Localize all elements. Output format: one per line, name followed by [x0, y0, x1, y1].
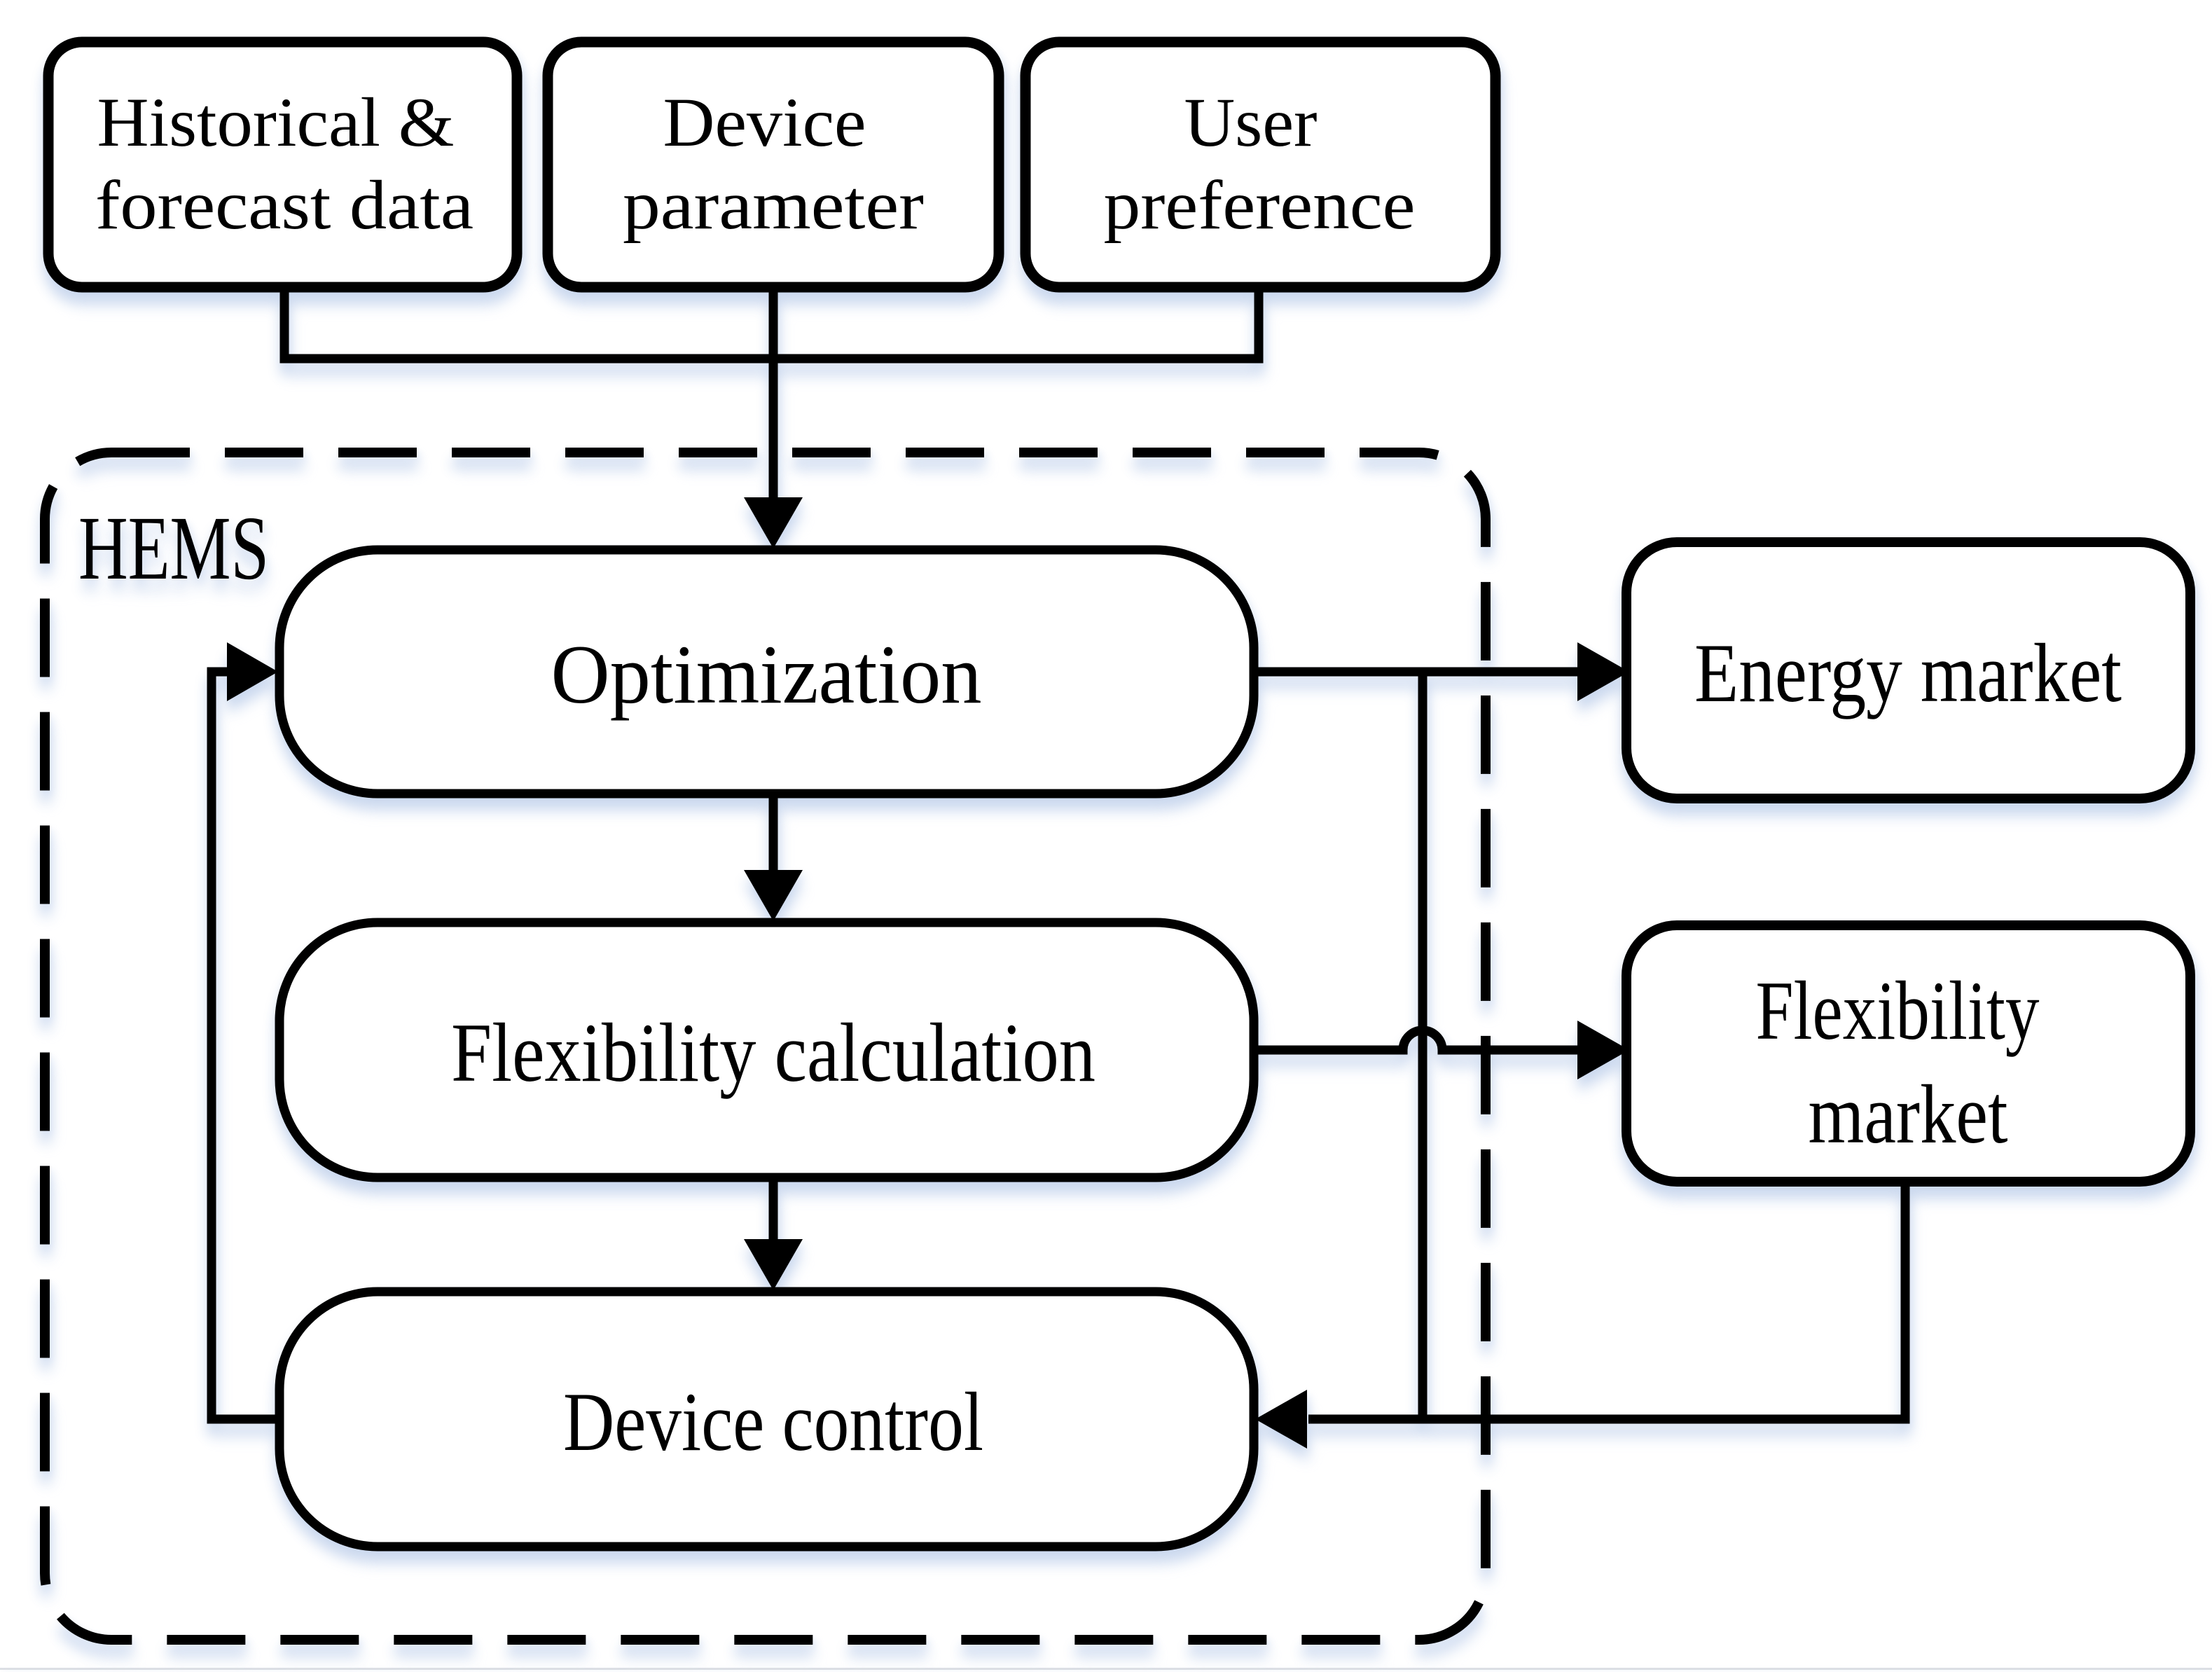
device-control-box: [275, 1287, 1259, 1552]
arrowhead-down-into-flexibility-calculation-icon: [744, 870, 803, 921]
optimization-label: Optimization: [551, 628, 982, 721]
node-optimization: Optimization: [275, 545, 1259, 799]
edges-layer: [207, 286, 1910, 1424]
flexibility-calculation-box: [275, 918, 1259, 1182]
energy-market-label: Energy market: [1694, 626, 2122, 719]
arrowhead-right-into-flexibility-market-icon: [1577, 1021, 1629, 1079]
edge-flexibility-calculation-to-flexibility-market: [1254, 1025, 1579, 1055]
device-parameter-box: [542, 36, 1004, 293]
arrowhead-right-into-energy-market-icon: [1577, 642, 1629, 701]
arrowhead-down-into-device-control-icon: [744, 1239, 803, 1290]
flexibility-calculation-label: Flexibility calculation: [451, 1006, 1095, 1099]
edge-flexibility-market-to-device-control: [1308, 1182, 1910, 1424]
arrowheads-layer: [227, 497, 1629, 1449]
historical-forecast-data-label: Historical & forecast data: [95, 83, 473, 244]
node-device-parameter: Device parameter: [542, 36, 1004, 293]
optimization-box: [275, 545, 1259, 799]
device-control-label: Device control: [563, 1375, 983, 1468]
user-preference-label: User preference: [1104, 83, 1416, 244]
figure-bottom-edge-rule: [0, 1668, 2212, 1670]
flexibility-market-label: Flexibility market: [1756, 964, 2061, 1161]
edge-device-control-feedback-to-optimization: [207, 667, 279, 1424]
user-preference-box: [1020, 36, 1501, 293]
hems-label: HEMS: [78, 498, 269, 599]
arrowhead-right-into-optimization-feedback-icon: [227, 642, 278, 701]
node-flexibility-calculation: Flexibility calculation: [275, 918, 1259, 1182]
node-user-preference: User preference: [1020, 36, 1501, 293]
flexibility-market-box: [1622, 920, 2195, 1187]
diagram-content: HEMS Historical &: [0, 36, 2212, 1670]
arrowhead-left-into-device-control-icon: [1255, 1390, 1307, 1449]
historical-forecast-data-box: [43, 36, 523, 293]
node-device-control: Device control: [275, 1287, 1259, 1552]
device-parameter-label: Device parameter: [623, 83, 924, 244]
node-historical-forecast-data: Historical & forecast data: [43, 36, 523, 293]
node-flexibility-market: Flexibility market: [1622, 920, 2195, 1187]
arrowhead-down-into-optimization-icon: [744, 497, 803, 548]
node-energy-market: Energy market: [1622, 537, 2195, 803]
